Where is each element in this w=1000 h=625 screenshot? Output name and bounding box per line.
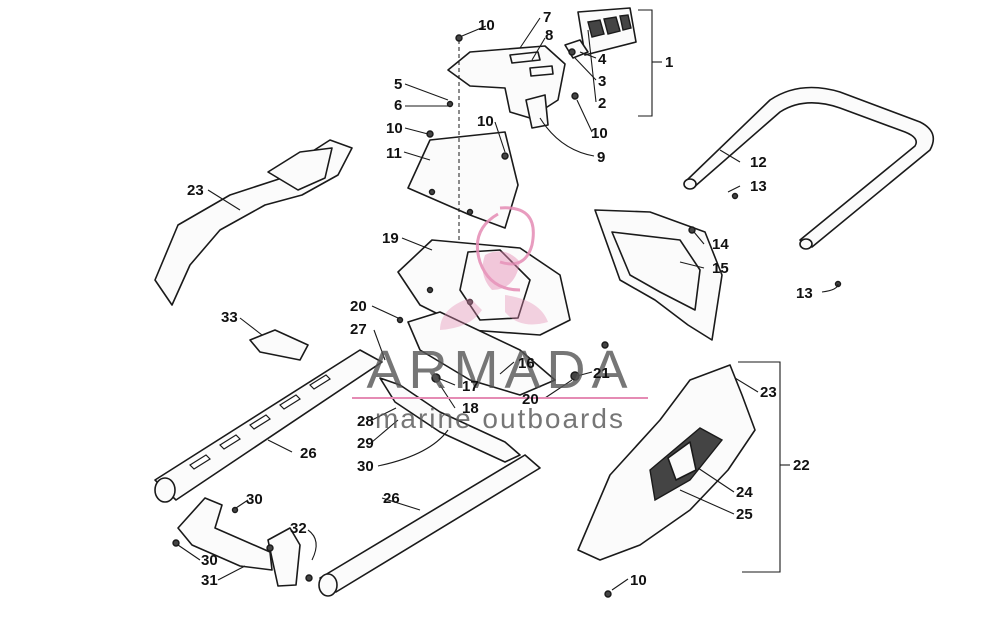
callout-8: 8 — [545, 27, 553, 44]
watermark: ARMADA marine outboards — [352, 206, 648, 434]
callout-19: 19 — [382, 230, 399, 247]
callout-labels: 1 2 3 4 5 6 7 8 9 10 10 10 10 10 11 12 1… — [187, 9, 813, 589]
callout-2: 2 — [598, 95, 606, 112]
callout-30-bottom: 30 — [201, 552, 218, 569]
assembly-bracket-1 — [638, 9, 662, 117]
callout-20-right: 20 — [522, 391, 539, 408]
callout-7: 7 — [543, 9, 551, 26]
right-rear-panel — [577, 364, 756, 561]
callout-10-bottom: 10 — [630, 572, 647, 589]
callout-12: 12 — [750, 154, 767, 171]
callout-11: 11 — [386, 145, 402, 162]
left-side-panel — [154, 139, 353, 306]
callout-21: 21 — [593, 365, 610, 382]
callout-10-top: 10 — [478, 17, 495, 34]
tail-light-bulb-socket — [564, 39, 589, 59]
callout-29: 29 — [357, 435, 374, 452]
mud-flap — [407, 40, 519, 282]
callout-6: 6 — [394, 97, 402, 114]
callout-32: 32 — [290, 520, 307, 537]
lower-deflector — [407, 311, 556, 396]
callout-33: 33 — [221, 309, 238, 326]
callout-24: 24 — [736, 484, 753, 501]
callout-1: 1 — [665, 54, 673, 71]
callout-25: 25 — [736, 506, 753, 523]
taillight-cover — [447, 45, 566, 129]
callout-26-upper: 26 — [300, 445, 317, 462]
callout-28: 28 — [357, 413, 374, 430]
assembly-bracket-22 — [738, 361, 790, 573]
leader-lines — [177, 17, 839, 591]
callout-17: 17 — [462, 378, 479, 395]
callout-15: 15 — [712, 260, 729, 277]
slide-rail-upper — [154, 349, 383, 503]
callout-18: 18 — [462, 400, 479, 417]
callout-10-mid: 10 — [477, 113, 494, 130]
callout-22: 22 — [793, 457, 810, 474]
callout-30-mid: 30 — [357, 458, 374, 475]
callout-5: 5 — [394, 76, 402, 93]
callout-13-upper: 13 — [750, 178, 767, 195]
callout-4: 4 — [598, 51, 607, 68]
tunnel-rear-section — [397, 239, 571, 336]
watermark-tagline: marine outboards — [375, 403, 625, 434]
grab-bar — [683, 86, 935, 250]
callout-23-right: 23 — [760, 384, 777, 401]
slide-rail-lower — [318, 454, 541, 597]
callout-10-right: 10 — [591, 125, 608, 142]
callout-23-left: 23 — [187, 182, 204, 199]
callout-27: 27 — [350, 321, 367, 338]
callout-20-left: 20 — [350, 298, 367, 315]
callout-31: 31 — [201, 572, 218, 589]
callout-13-lower: 13 — [796, 285, 813, 302]
callout-3: 3 — [598, 73, 606, 90]
mounting-bracket-lower — [177, 497, 301, 587]
callout-14: 14 — [712, 236, 729, 253]
callout-16: 16 — [518, 355, 535, 372]
pad — [249, 329, 309, 361]
rear-side-shield — [594, 209, 723, 341]
callout-9: 9 — [597, 149, 605, 166]
fastener-group — [172, 34, 842, 598]
tail-light-housing — [577, 7, 637, 56]
callout-30-left: 30 — [246, 491, 263, 508]
watermark-brand: ARMADA — [366, 340, 633, 400]
callout-10-left: 10 — [386, 120, 403, 137]
watermark-logo-icon — [440, 206, 548, 330]
callout-26-lower: 26 — [383, 490, 400, 507]
